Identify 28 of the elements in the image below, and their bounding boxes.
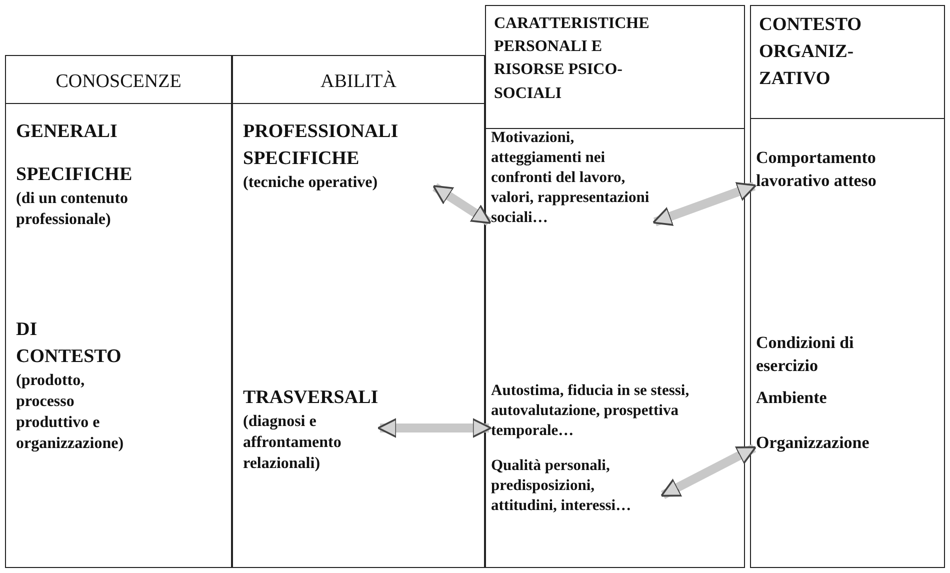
description-text: Autostima, fiducia in se stessi, autovalutazione, prospettiva temporale… [491,381,690,441]
description-text: Motivazioni, atteggiamenti nei confronti del lavoro, valori, rappresentazioni sociali… [491,128,650,228]
category-heading: DI CONTESTO [16,318,122,369]
category-heading: TRASVERSALI [243,386,378,410]
description-text: Condizioni di esercizio [756,332,855,377]
column-heading: CONTESTO ORGANIZ-ZATIVO [759,14,862,91]
description-text: Ambiente [756,387,827,409]
category-heading: SPECIFICHE [16,163,132,187]
column-heading: CARATTERISTICHE PERSONALI E RISORSE PSICO-SOCIALI [494,14,650,104]
double-arrow [432,183,492,226]
description-text: Qualità personali, predisposizioni, attitudini, interessi… [491,456,632,516]
column-heading: ABILITÀ [320,70,398,94]
table-column [232,55,485,568]
table-column [5,55,232,568]
description-text: (di un contenuto professionale) [16,189,130,230]
table-column [750,5,945,568]
double-arrow [377,418,492,438]
double-arrow [652,182,757,226]
double-arrow [660,444,756,499]
table-column [485,5,745,568]
category-heading: PROFESSIONALI SPECIFICHE [243,120,400,171]
category-heading: GENERALI [16,120,118,144]
description-text: (tecniche operative) [243,173,378,193]
description-text: (diagnosi e affrontamento relazionali) [243,412,342,474]
description-text: Comportamento lavorativo atteso [756,147,878,192]
column-heading: CONOSCENZE [54,70,182,94]
description-text: Organizzazione [756,432,870,454]
description-text: (prodotto, processo produttivo e organizzazione) [16,371,125,454]
